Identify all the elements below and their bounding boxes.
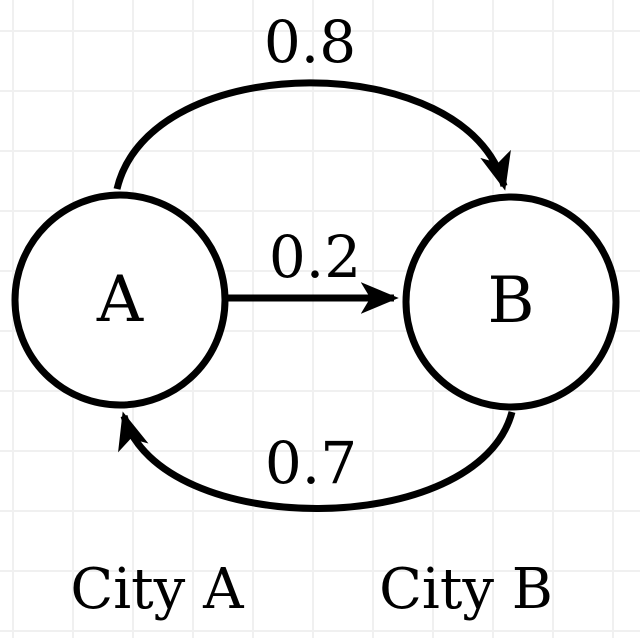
node-a-circle: [11, 191, 229, 409]
node-b-circle: [402, 193, 620, 411]
edge-label-top: 0.8: [264, 8, 356, 76]
edge-a-to-b-top-arc: [113, 79, 511, 191]
edge-label-bottom: 0.7: [265, 429, 357, 497]
node-a-label: A: [96, 263, 144, 337]
edge-b-to-a-bottom-arc: [118, 411, 516, 512]
node-b-label: B: [487, 264, 534, 338]
caption-city-b: City B: [379, 557, 553, 622]
caption-city-a: City A: [70, 557, 244, 622]
edge-label-middle: 0.2: [269, 223, 361, 291]
